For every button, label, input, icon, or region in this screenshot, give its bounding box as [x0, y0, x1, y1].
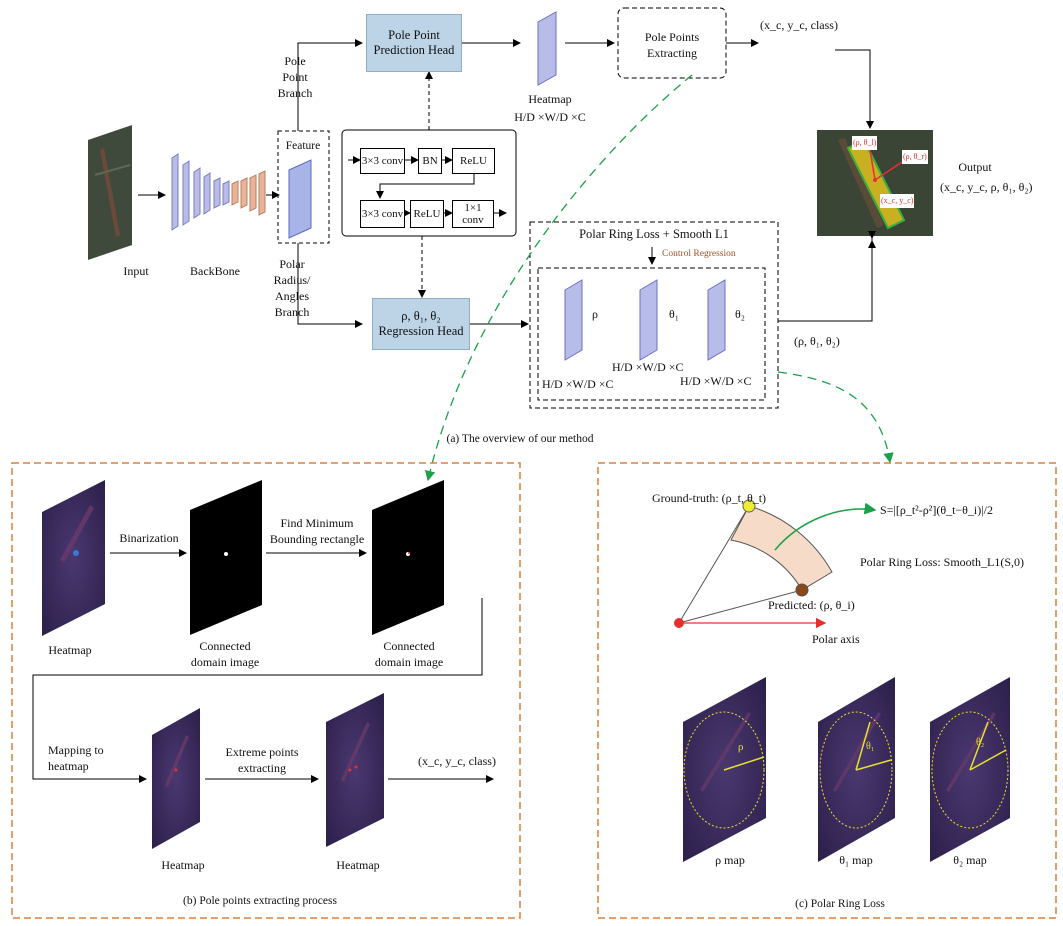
map-symbol-theta2: θ₂ [735, 307, 745, 321]
green-connector-c [777, 371, 894, 464]
output-tuple: (x_c, y_c, ρ, θ₁, θ₂) [940, 180, 1033, 194]
polar-branch-arrow [297, 243, 363, 328]
connected-label-2: Connected domain image [374, 639, 444, 669]
pole-extract-box [617, 7, 727, 79]
polar-axis-label: Polar axis [812, 632, 860, 646]
relu-block-2: ReLU [410, 200, 444, 228]
polar-ring-diagram [674, 499, 877, 629]
theta1-block [639, 279, 658, 361]
backbone-label: BackBone [190, 264, 240, 278]
b-heatmap-label-2: Heatmap [161, 858, 205, 872]
heatmap-block [537, 11, 557, 86]
heatmap-b1 [42, 480, 105, 636]
caption-b: (b) Pole points extracting process [183, 895, 337, 907]
b-heatmap-label-3: Heatmap [336, 858, 380, 872]
heatmap-label: Heatmap [528, 92, 572, 106]
binarization-label: Binarization [119, 531, 179, 545]
loss-label: Polar Ring Loss + Smooth L1 [579, 227, 729, 241]
conv3x3-block-1: 3×3 conv [360, 148, 405, 174]
theta2-map-image [930, 677, 1010, 862]
rho-block [564, 279, 583, 361]
pole-extract-label: Pole Points Extracting [644, 30, 700, 60]
caption-a: (a) The overview of our method [446, 433, 594, 445]
pole-branch-arrow [297, 39, 363, 131]
connected-image-1 [190, 480, 262, 635]
control-regression-label: Control Regression [662, 249, 736, 259]
regression-head: ρ, θ₁, θ₂ Regression Head [372, 298, 470, 350]
loss-outer-box [529, 221, 779, 409]
annotation-center: (x_c, y_c) [880, 194, 915, 208]
rho-map-label: ρ map [715, 853, 745, 867]
caption-c: (c) Polar Ring Loss [795, 898, 885, 910]
b-output-tuple: (x_c, y_c, class) [418, 754, 496, 768]
b-heatmap-label: Heatmap [48, 643, 92, 657]
map-dims-rho: H/D ×W/D ×C [542, 377, 614, 391]
heatmap-dims: H/D ×W/D ×C [514, 110, 586, 124]
feature-map [288, 159, 312, 239]
panel-b-border [11, 462, 521, 919]
pole-point-prediction-head: Pole Point Prediction Head [366, 14, 462, 72]
input-image [88, 125, 132, 260]
map-dims-theta2: H/D ×W/D ×C [680, 374, 752, 388]
loss-to-output-arrow [778, 231, 876, 322]
feature-label: Feature [285, 140, 321, 152]
annotation-rho-theta-l: (ρ, θ_l) [852, 136, 878, 150]
conv3x3-block-2: 3×3 conv [360, 200, 405, 228]
connected-image-2 [372, 480, 444, 635]
relu-block-1: ReLU [452, 148, 495, 174]
extreme-label: Extreme points extracting [225, 745, 299, 775]
loss-inner-box [537, 267, 766, 401]
theta2-map-label: θ₂ map [953, 853, 987, 867]
polar-branch-label: Polar Radius/ Angles Branch [273, 257, 311, 319]
pole-output-tuple: (x_c, y_c, class) [760, 18, 838, 32]
theta2-block [707, 279, 726, 361]
theta1-map-image [818, 677, 895, 862]
map-dims-theta1: H/D ×W/D ×C [612, 360, 684, 374]
theta2-map-symbol: θ₂ [976, 737, 985, 748]
conv1x1-block: 1×1 conv [452, 200, 494, 228]
map-symbol-rho: ρ [592, 307, 598, 321]
area-formula: S=|[ρ_t²-ρ²](θ_t−θ_i)|/2 [880, 503, 993, 517]
rho-map-symbol: ρ [738, 741, 744, 753]
pole-branch-label: Pole Point Branch [277, 54, 313, 100]
bn-block: BN [418, 148, 442, 174]
find-rect-label: Find Minimum Bounding rectangle [269, 516, 365, 546]
input-label: Input [123, 264, 149, 278]
heatmap-b2 [152, 708, 200, 849]
theta1-map-label: θ₁ map [839, 853, 873, 867]
panel-c-border [597, 462, 1057, 919]
predicted-label: Predicted: (ρ, θ_i) [768, 598, 855, 612]
loss-formula: Polar Ring Loss: Smooth_L1(S,0) [860, 555, 1025, 569]
heatmap-b3 [326, 693, 384, 847]
ground-truth-label: Ground-truth: (ρ_t, θ_t) [652, 491, 767, 505]
output-label: Output [958, 160, 992, 174]
annotation-rho-theta-r: (ρ, θ_r) [902, 150, 928, 164]
backbone-blocks [171, 153, 266, 231]
rho-map-image [683, 677, 766, 862]
theta1-map-symbol: θ₁ [866, 741, 875, 752]
regression-tuple: (ρ, θ₁, θ₂) [794, 334, 840, 348]
feature-box [277, 130, 330, 244]
green-connector-b [425, 74, 693, 482]
connected-label-1: Connected domain image [190, 639, 260, 669]
map-symbol-theta1: θ₁ [669, 307, 679, 321]
mapping-label: Mapping to heatmap [48, 743, 104, 773]
